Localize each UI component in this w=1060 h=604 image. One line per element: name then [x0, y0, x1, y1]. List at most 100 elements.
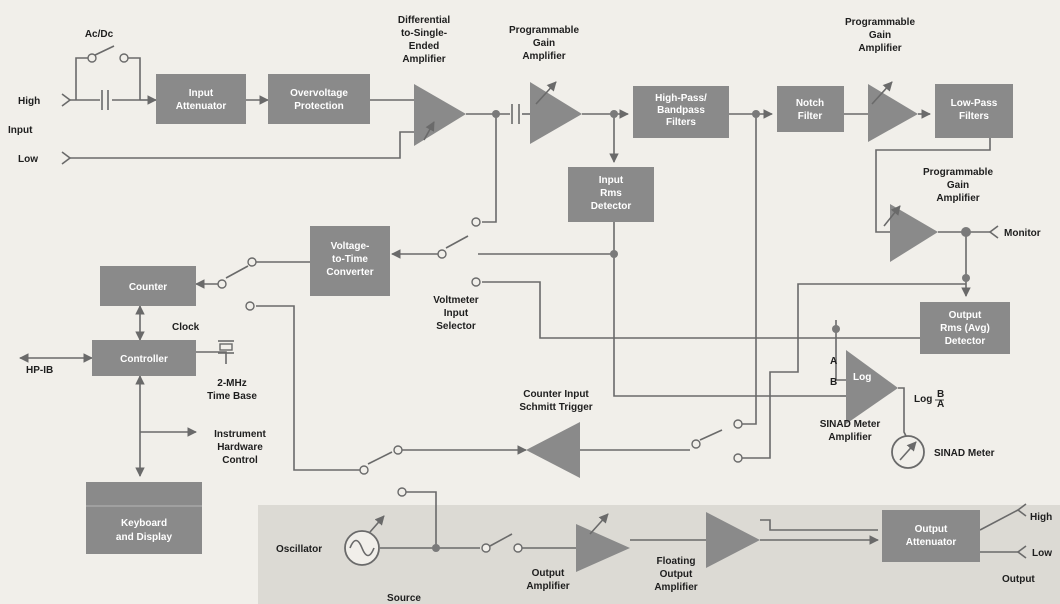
label-ac-dc: Ac/Dc	[85, 29, 114, 40]
svg-text:Programmable: Programmable	[509, 25, 579, 36]
block-input-rms-detector: Input Rms Detector	[568, 167, 654, 222]
svg-text:Amplifier: Amplifier	[522, 51, 565, 62]
svg-text:Low-Pass: Low-Pass	[951, 98, 998, 109]
svg-text:Filters: Filters	[959, 111, 989, 122]
block-input-attenuator: Input Attenuator	[156, 74, 246, 124]
svg-text:Bandpass: Bandpass	[657, 105, 705, 116]
svg-text:Attenuator: Attenuator	[906, 537, 957, 548]
svg-text:B: B	[830, 377, 837, 388]
svg-text:A: A	[830, 356, 837, 367]
svg-text:Amplifier: Amplifier	[402, 54, 445, 65]
svg-text:Rms (Avg): Rms (Avg)	[940, 323, 990, 334]
svg-text:Filter: Filter	[798, 111, 823, 122]
svg-text:Voltmeter: Voltmeter	[433, 295, 478, 306]
label-monitor: Monitor	[1004, 228, 1041, 239]
label-oscillator: Oscillator	[276, 544, 322, 555]
port-connectors	[61, 93, 1027, 559]
svg-text:Ended: Ended	[409, 41, 440, 52]
svg-text:Voltage-: Voltage-	[331, 241, 370, 252]
svg-text:Protection: Protection	[294, 101, 343, 112]
junction-dots	[432, 110, 971, 552]
block-overvoltage-protection: Overvoltage Protection	[268, 74, 370, 124]
svg-text:A: A	[937, 399, 944, 410]
label-source: Source	[387, 593, 421, 604]
svg-text:Amplifier: Amplifier	[828, 432, 871, 443]
svg-text:Attenuator: Attenuator	[176, 101, 227, 112]
svg-text:Gain: Gain	[533, 38, 555, 49]
svg-text:Counter Input: Counter Input	[523, 389, 589, 400]
svg-text:Amplifier: Amplifier	[936, 193, 979, 204]
svg-text:and Display: and Display	[116, 532, 173, 543]
label-high-output: High	[1030, 512, 1052, 523]
sinad-meter-icon	[891, 435, 925, 469]
svg-text:2-MHz: 2-MHz	[217, 378, 246, 389]
label-hpib: HP-IB	[26, 365, 53, 376]
oscillator-icon	[344, 515, 385, 566]
svg-text:Input: Input	[599, 175, 624, 186]
svg-text:Control: Control	[222, 455, 258, 466]
block-lowpass-filters: Low-Pass Filters	[935, 84, 1013, 138]
block-keyboard-display: Keyboard and Display	[86, 482, 202, 554]
svg-text:to-Time: to-Time	[332, 254, 368, 265]
svg-text:Selector: Selector	[436, 321, 476, 332]
svg-text:Keyboard: Keyboard	[121, 518, 167, 529]
label-output: Output	[1002, 574, 1035, 585]
pga1-triangle	[530, 81, 582, 144]
label-low-input: Low	[18, 154, 38, 165]
svg-text:Output: Output	[915, 524, 948, 535]
svg-text:Amplifier: Amplifier	[858, 43, 901, 54]
svg-text:SINAD Meter: SINAD Meter	[820, 419, 881, 430]
label-log-ratio: Log	[914, 394, 932, 405]
svg-text:Instrument: Instrument	[214, 429, 266, 440]
svg-text:to-Single-: to-Single-	[401, 28, 447, 39]
switch-contacts	[87, 53, 743, 553]
label-low-output: Low	[1032, 548, 1052, 559]
svg-text:Input: Input	[189, 88, 214, 99]
block-highpass-bandpass-filters: High-Pass/ Bandpass Filters	[633, 86, 729, 138]
svg-text:Output: Output	[949, 310, 982, 321]
pga2-triangle	[868, 81, 918, 142]
block-voltage-to-time-converter: Voltage- to-Time Converter	[310, 226, 390, 296]
svg-text:Floating: Floating	[657, 556, 696, 567]
svg-text:High-Pass/: High-Pass/	[655, 93, 707, 104]
svg-text:Converter: Converter	[326, 267, 373, 278]
svg-text:Log: Log	[853, 372, 871, 383]
svg-text:Overvoltage: Overvoltage	[290, 88, 348, 99]
label-clock: Clock	[172, 322, 200, 333]
svg-text:Gain: Gain	[947, 180, 969, 191]
block-output-attenuator: Output Attenuator	[882, 510, 980, 562]
label-high-input: High	[18, 96, 40, 107]
svg-text:Hardware: Hardware	[217, 442, 263, 453]
label-input: Input	[8, 125, 33, 136]
block-counter: Counter	[100, 266, 196, 306]
svg-text:Rms: Rms	[600, 188, 622, 199]
diagram-labels: Ac/Dc High Input Low Differential to-Sin…	[8, 15, 1052, 604]
block-controller: Controller	[92, 340, 196, 376]
svg-text:B: B	[937, 389, 944, 400]
block-notch-filter: Notch Filter	[777, 86, 844, 132]
block-output-rms-detector: Output Rms (Avg) Detector	[920, 302, 1010, 354]
capacitor-symbols	[101, 90, 520, 124]
svg-text:Controller: Controller	[120, 354, 168, 365]
svg-text:Notch: Notch	[796, 98, 824, 109]
label-sinad-meter: SINAD Meter	[934, 448, 995, 459]
schmitt-trigger-triangle	[526, 422, 580, 478]
crystal-icon	[218, 340, 234, 354]
svg-text:Programmable: Programmable	[845, 17, 915, 28]
diff-amp-triangle	[414, 84, 466, 146]
svg-text:Programmable: Programmable	[923, 167, 993, 178]
output-amp-triangle	[576, 513, 630, 572]
svg-text:Schmitt Trigger: Schmitt Trigger	[519, 402, 592, 413]
svg-text:Gain: Gain	[869, 30, 891, 41]
svg-text:Time Base: Time Base	[207, 391, 257, 402]
svg-text:Amplifier: Amplifier	[526, 581, 569, 592]
svg-text:Output: Output	[660, 569, 693, 580]
floating-amp-triangle	[706, 512, 760, 568]
log-amp-triangle: Log	[846, 350, 898, 424]
svg-text:Detector: Detector	[945, 336, 986, 347]
svg-text:Filters: Filters	[666, 117, 696, 128]
svg-text:Differential: Differential	[398, 15, 450, 26]
svg-text:Detector: Detector	[591, 201, 632, 212]
